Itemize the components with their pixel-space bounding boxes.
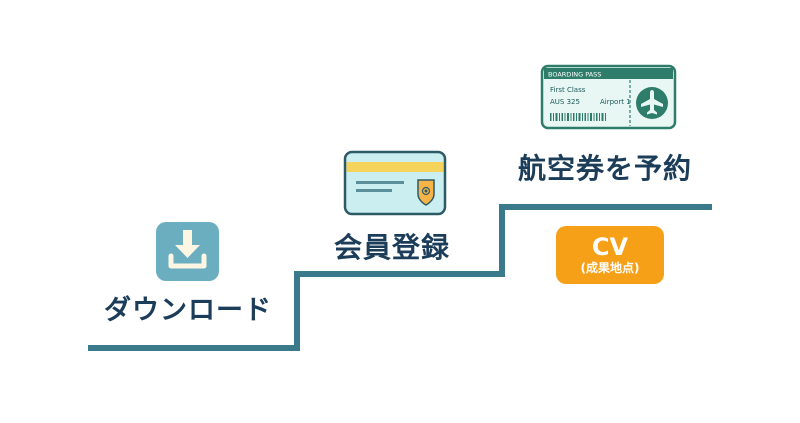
boarding-pass-destination: Airport 1 xyxy=(600,98,631,106)
step-label-download: ダウンロード xyxy=(104,295,272,326)
airplane-icon xyxy=(636,87,668,119)
boarding-pass-header: BOARDING PASS xyxy=(548,71,601,79)
membership-card-icon xyxy=(343,150,447,216)
cv-badge: CV (成果地点) xyxy=(556,226,664,284)
boarding-pass-flight: AUS 325 xyxy=(550,98,580,106)
staircase-line xyxy=(88,204,712,351)
step-label-booking: 航空券を予約 xyxy=(518,152,693,185)
cv-sub-label: (成果地点) xyxy=(580,261,640,275)
barcode xyxy=(550,113,606,121)
step-label-member: 会員登録 xyxy=(334,231,451,264)
boarding-pass-class: First Class xyxy=(550,86,586,94)
cv-main-label: CV xyxy=(591,233,629,261)
download-icon xyxy=(156,222,219,281)
boarding-pass-icon: BOARDING PASS First Class AUS 325 Airpor… xyxy=(540,64,677,130)
